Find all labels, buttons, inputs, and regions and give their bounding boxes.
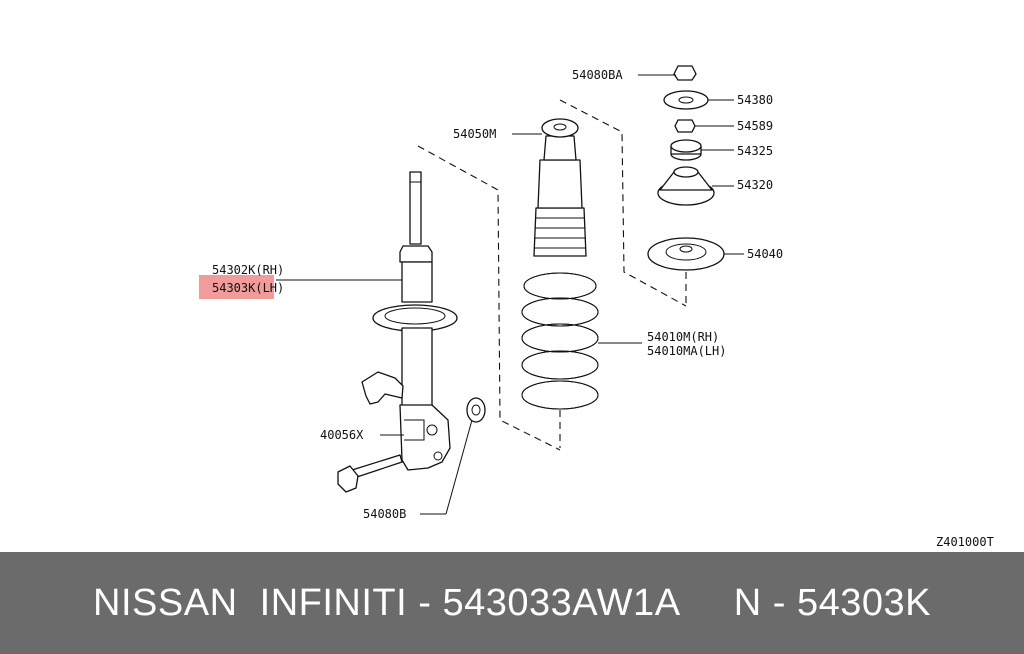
exploded-parts-diagram: 54080BA 54380 54589 54325 54320 54040 54… — [199, 65, 994, 549]
diagram-reference-code: Z401000T — [936, 535, 994, 549]
label-54080ba[interactable]: 54080BA — [572, 68, 623, 82]
label-54302k[interactable]: 54302K(RH) — [212, 263, 284, 277]
nut-54589 — [674, 119, 696, 133]
part-number-footer: NISSAN INFINITI - 543033AW1A N - 54303K — [0, 552, 1024, 654]
label-54325[interactable]: 54325 — [737, 144, 773, 158]
label-54080b[interactable]: 54080B — [363, 507, 406, 521]
guide-spring — [559, 99, 687, 307]
label-54010m[interactable]: 54010M(RH) — [647, 330, 719, 344]
label-54010ma[interactable]: 54010MA(LH) — [647, 344, 726, 358]
strut-assembly — [361, 171, 458, 471]
mount-54320 — [657, 166, 715, 206]
label-54040[interactable]: 54040 — [747, 247, 783, 261]
nut-54080b — [466, 397, 486, 423]
bolt-40056x — [337, 454, 403, 493]
guide-strut — [417, 145, 561, 451]
label-54320[interactable]: 54320 — [737, 178, 773, 192]
label-54050m[interactable]: 54050M — [453, 127, 496, 141]
label-40056x[interactable]: 40056X — [320, 428, 364, 442]
coil-spring — [521, 272, 599, 410]
nut-54080ba — [673, 65, 697, 81]
label-54303k[interactable]: 54303K(LH) — [212, 281, 284, 295]
label-54380[interactable]: 54380 — [737, 93, 773, 107]
bump-stop-54050m — [533, 118, 587, 257]
bushing-54325 — [670, 139, 702, 161]
selected-part-highlight — [199, 275, 274, 299]
upper-seat-54040 — [647, 237, 725, 271]
footer-part-text: NISSAN INFINITI - 543033AW1A N - 54303K — [93, 581, 931, 624]
label-54589[interactable]: 54589 — [737, 119, 773, 133]
washer-54380 — [663, 90, 709, 110]
